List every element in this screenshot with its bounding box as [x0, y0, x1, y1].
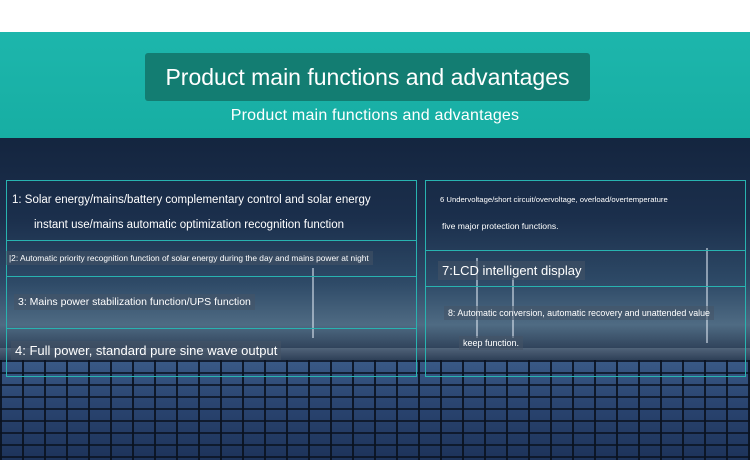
feature-8-line-1: 8: Automatic conversion, automatic recov… [444, 306, 714, 320]
feature-6-line-1: 6 Undervoltage/short circuit/overvoltage… [440, 195, 668, 204]
feature-1-line-1: 1: Solar energy/mains/battery complement… [12, 194, 371, 206]
left-feature-box [6, 180, 417, 377]
feature-7: 7:LCD intelligent display [438, 261, 586, 280]
wind-turbine-pole [706, 248, 708, 343]
right-feature-box [425, 180, 746, 377]
page-subtitle: Product main functions and advantages [230, 107, 520, 124]
divider [425, 286, 745, 287]
bottom-margin [0, 460, 750, 474]
feature-2: |2: Automatic priority recognition funct… [6, 251, 373, 265]
top-margin [0, 0, 750, 32]
divider [6, 328, 416, 329]
wind-turbine-pole [476, 258, 478, 338]
feature-1-line-2: instant use/mains automatic optimization… [34, 219, 345, 231]
wind-turbine-pole [312, 268, 314, 338]
feature-4: 4: Full power, standard pure sine wave o… [11, 341, 282, 360]
feature-8-line-2: keep function. [459, 336, 524, 350]
feature-3: 3: Mains power stabilization function/UP… [14, 294, 255, 310]
divider [425, 250, 745, 251]
divider [6, 276, 416, 277]
title-box: Product main functions and advantages [145, 53, 590, 101]
divider [6, 240, 416, 241]
page-title: Product main functions and advantages [165, 64, 570, 90]
feature-6-line-2: five major protection functions. [442, 221, 559, 231]
